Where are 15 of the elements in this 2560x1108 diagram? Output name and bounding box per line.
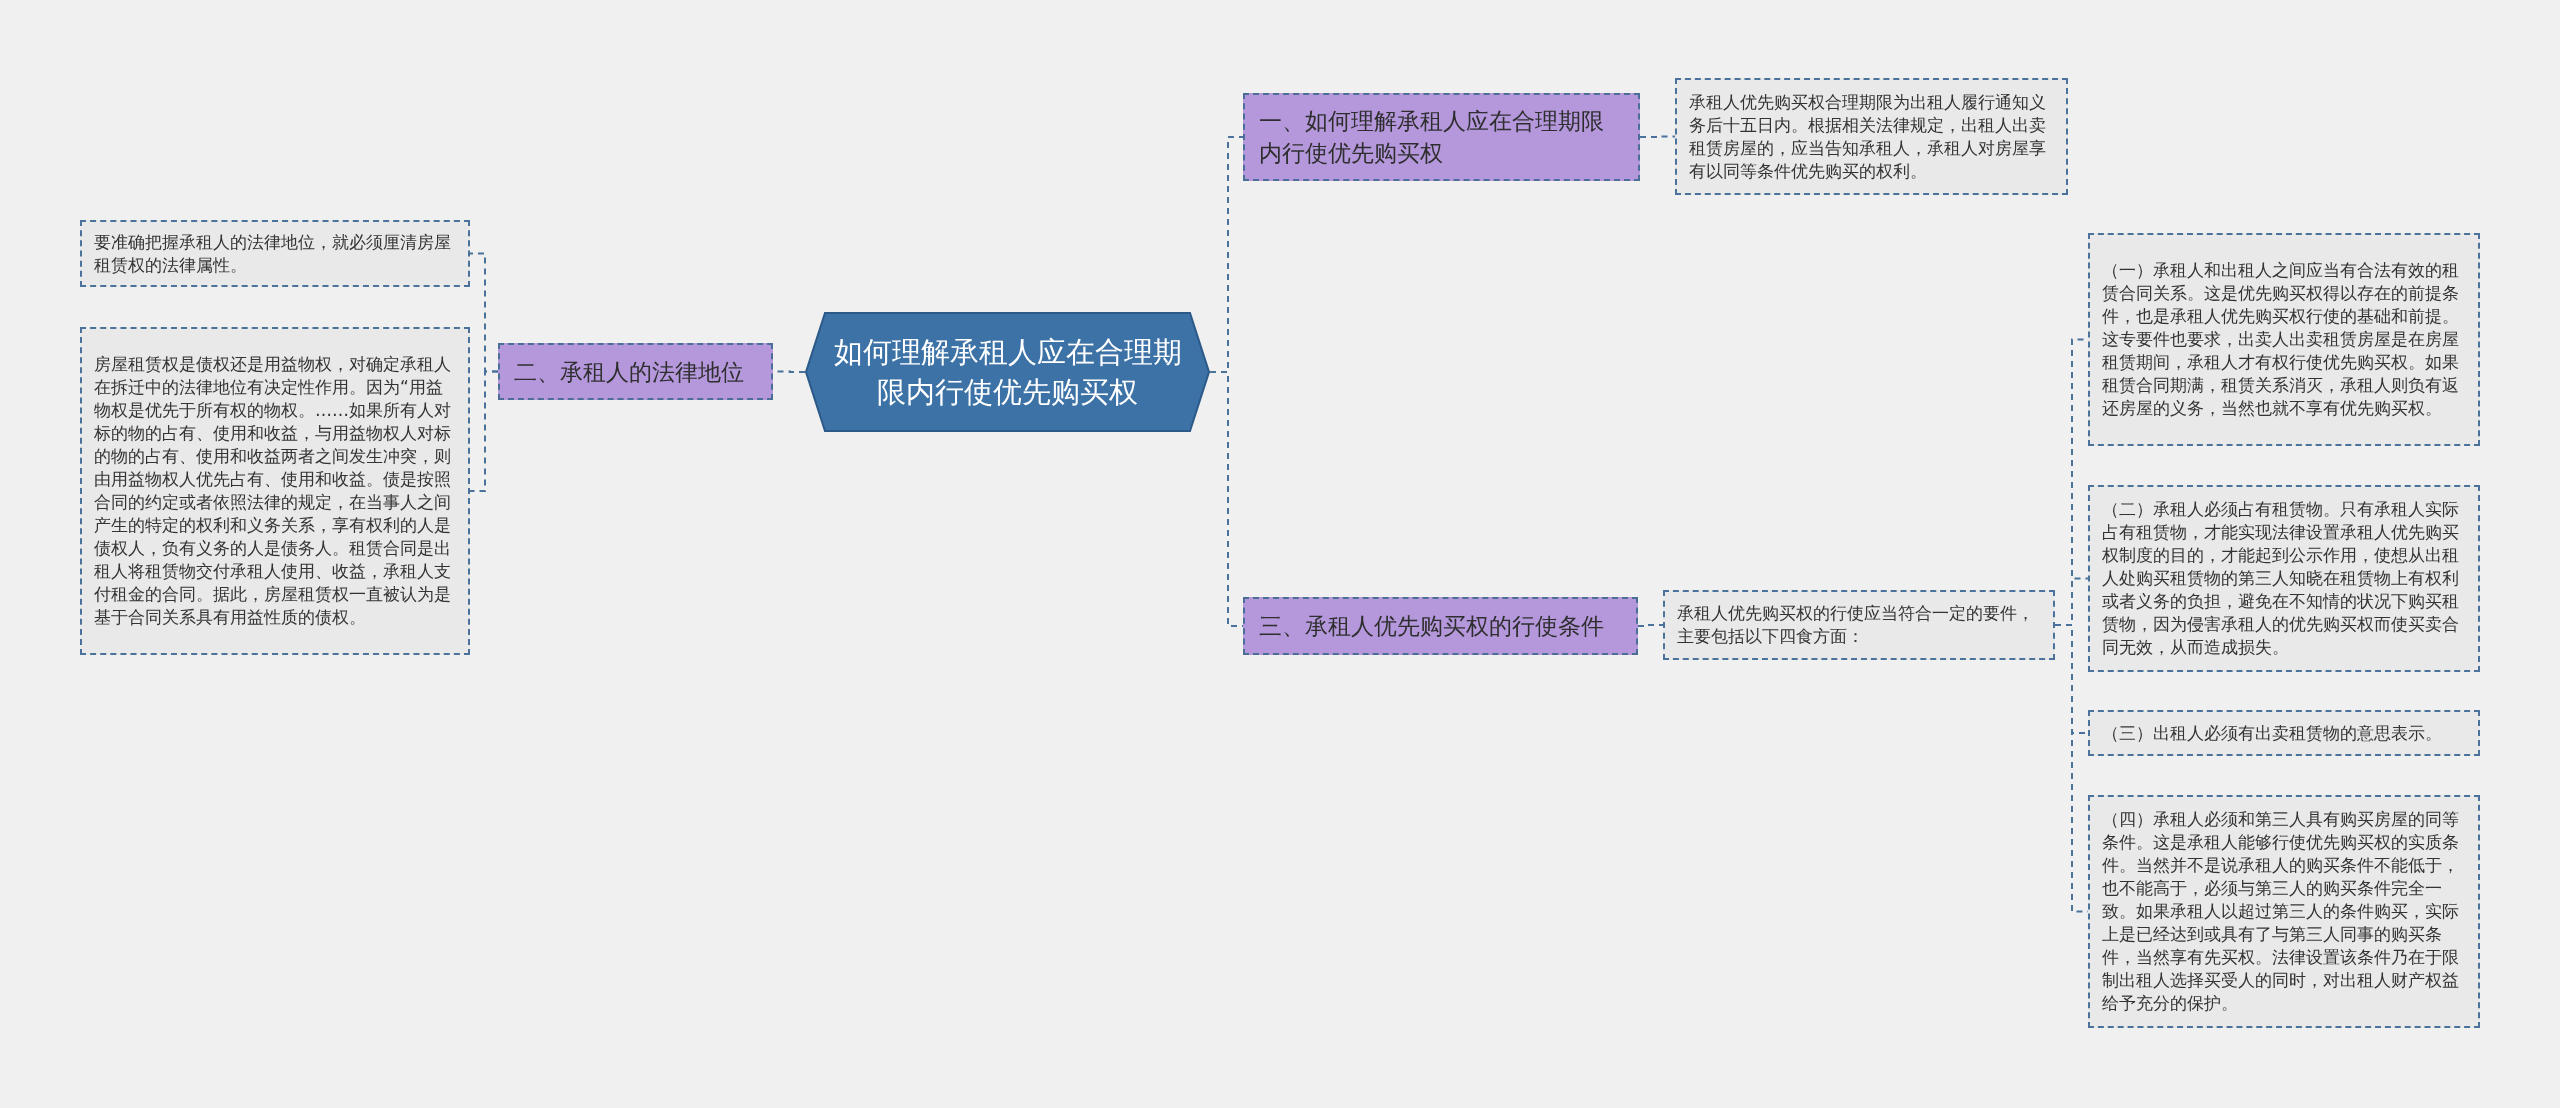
central-topic: 如何理解承租人应在合理期限内行使优先购买权 (805, 312, 1210, 432)
text-note: （二）承租人必须占有租赁物。只有承租人实际占有租赁物，才能实现法律设置承租人优先购买权制度的目的，才能起到公示作用，使想从出租人处购买租赁物的第三人知晓在租赁物上有权利或者义务的负担，避免在不知情的状况下购买租赁物，因为侵害承租人的优先购买权而使买卖合同无效，从而造成损失。 (2088, 485, 2480, 672)
branch-topic: 三、承租人优先购买权的行使条件 (1243, 597, 1638, 655)
branch-topic: 二、承租人的法律地位 (498, 343, 773, 400)
text-note: 承租人优先购买权合理期限为出租人履行通知义务后十五日内。根据相关法律规定，出租人出卖租赁房屋的，应当告知承租人，承租人对房屋享有以同等条件优先购买的权利。 (1675, 78, 2068, 195)
text-note: 要准确把握承租人的法律地位，就必须厘清房屋租赁权的法律属性。 (80, 220, 470, 287)
text-note: （四）承租人必须和第三人具有购买房屋的同等条件。这是承租人能够行使优先购买权的实质条件。当然并不是说承租人的购买条件不能低于，也不能高于，必须与第三人的购买条件完全一致。如果承租人以超过第三人的条件购买，实际上是已经达到或具有了与第三人同事的购买条件，当然享有先买权。法律设置该条件乃在于限制出租人选择买受人的同时，对出租人财产权益给予充分的保护。 (2088, 795, 2480, 1028)
connector-line (1639, 135, 1676, 138)
text-note: 房屋租赁权是债权还是用益物权，对确定承租人在拆迁中的法律地位有决定性作用。因为“用益物权是优先于所有权的物权。……如果所有人对标的物的占有、使用和收益，与用益物权人对标的物的占有、使用和收益两者之间发生冲突，则由用益物权人优先占有、使用和收益。债是按照合同的约定或者依照法律的规定，在当事人之间产生的特定的权利和义务关系，享有权利的人是债权人，负有义务的人是债务人。租赁合同是出租人将租赁物交付承租人使用、收益，承租人支付租金的合同。据此，房屋租赁权一直被认为是基于合同关系具有用益性质的债权。 (80, 327, 470, 655)
text-note: （三）出租人必须有出卖租赁物的意思表示。 (2088, 710, 2480, 756)
text-note: （一）承租人和出租人之间应当有合法有效的租赁合同关系。这是优先购买权得以存在的前提条件，也是承租人优先购买权行使的基础和前提。这专要件也要求，出卖人出卖租赁房屋是在房屋租赁期间，承租人才有权行使优先购买权。如果租赁合同期满，租赁关系消灭，承租人则负有返还房屋的义务，当然也就不享有优先购买权。 (2088, 233, 2480, 446)
branch-topic: 一、如何理解承租人应在合理期限内行使优先购买权 (1243, 93, 1640, 181)
text-note: 承租人优先购买权的行使应当符合一定的要件，主要包括以下四食方面： (1663, 590, 2055, 660)
connector-line (1637, 624, 1664, 627)
connector-line (469, 370, 499, 492)
